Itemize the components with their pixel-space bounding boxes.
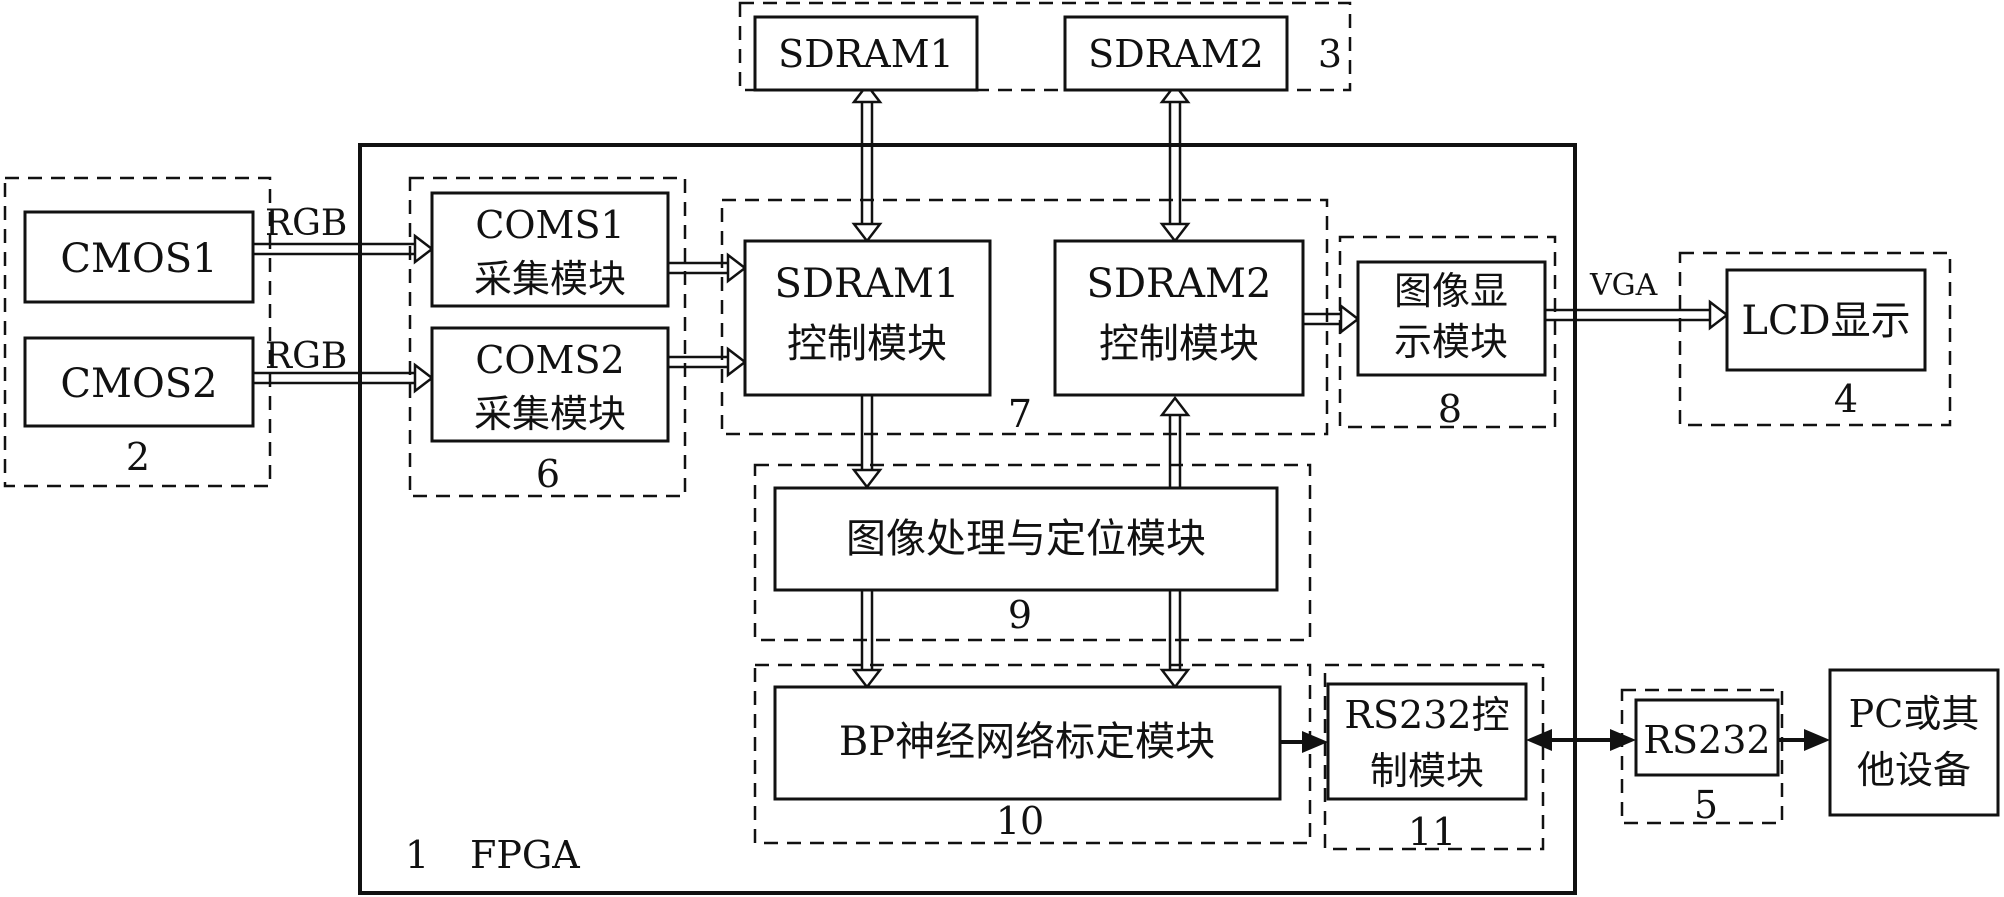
image-processing-label: 图像处理与定位模块 — [846, 516, 1206, 562]
rs232-label: RS232 — [1643, 718, 1770, 762]
sdram1-bidirectional-arrow — [854, 85, 880, 241]
group-10-number: 10 — [996, 799, 1044, 843]
group-3-number: 3 — [1318, 32, 1342, 76]
processing-to-bp-right-arrow — [1162, 590, 1188, 687]
capture1-to-sdram1ctrl-arrow — [668, 255, 745, 281]
rs232-to-pc-arrow — [1778, 729, 1830, 751]
pc-label-line1: PC或其 — [1849, 692, 1980, 736]
group-2-number: 2 — [126, 435, 150, 479]
sdram2-label: SDRAM2 — [1088, 32, 1264, 76]
display-label-line2: 示模块 — [1394, 320, 1508, 364]
vga-arrow — [1545, 302, 1727, 328]
pc-label-line2: 他设备 — [1857, 748, 1971, 792]
rgb2-label: RGB — [265, 336, 347, 377]
vga-label: VGA — [1589, 268, 1658, 303]
group-4-number: 4 — [1834, 377, 1858, 421]
cmos2-label: CMOS2 — [60, 361, 217, 407]
sdram1ctrl-to-processing-arrow — [854, 395, 880, 487]
coms2-label-line2: 采集模块 — [474, 392, 626, 436]
group-6-number: 6 — [536, 452, 560, 496]
fpga-number: 1 — [405, 833, 429, 877]
group-9-number: 9 — [1008, 593, 1032, 637]
bp-module-label: BP神经网络标定模块 — [839, 719, 1215, 765]
coms2-label-line1: COMS2 — [475, 338, 624, 382]
group-8-number: 8 — [1438, 387, 1462, 431]
rs232-ctrl-label-line2: 制模块 — [1370, 749, 1484, 793]
lcd-label: LCD显示 — [1741, 298, 1910, 344]
sdram1-label: SDRAM1 — [778, 32, 954, 76]
sdram2-ctrl-label-line2: 控制模块 — [1099, 321, 1259, 367]
group-7-number: 7 — [1008, 392, 1032, 436]
coms1-label-line1: COMS1 — [475, 203, 624, 247]
sdram2-ctrl-label-line1: SDRAM2 — [1087, 261, 1272, 307]
group-11-number: 11 — [1408, 810, 1456, 854]
processing-to-bp-left-arrow — [854, 590, 880, 687]
sdram2-bidirectional-arrow — [1162, 85, 1188, 241]
rs232-ctrl-label-line1: RS232控 — [1344, 693, 1509, 737]
processing-to-sdram2ctrl-arrow — [1162, 398, 1188, 488]
sdram1-ctrl-label-line2: 控制模块 — [787, 321, 947, 367]
coms1-label-line2: 采集模块 — [474, 257, 626, 301]
fpga-label: FPGA — [470, 833, 580, 877]
bp-to-rs232ctrl-arrow — [1280, 731, 1328, 753]
sdram1-ctrl-label-line1: SDRAM1 — [775, 261, 960, 307]
rgb1-label: RGB — [265, 203, 347, 244]
group-5-number: 5 — [1694, 783, 1718, 827]
display-label-line1: 图像显 — [1394, 269, 1508, 313]
capture2-to-sdram1ctrl-arrow — [668, 349, 745, 375]
sdram2ctrl-to-display-arrow — [1303, 306, 1358, 332]
cmos1-label: CMOS1 — [60, 236, 217, 282]
